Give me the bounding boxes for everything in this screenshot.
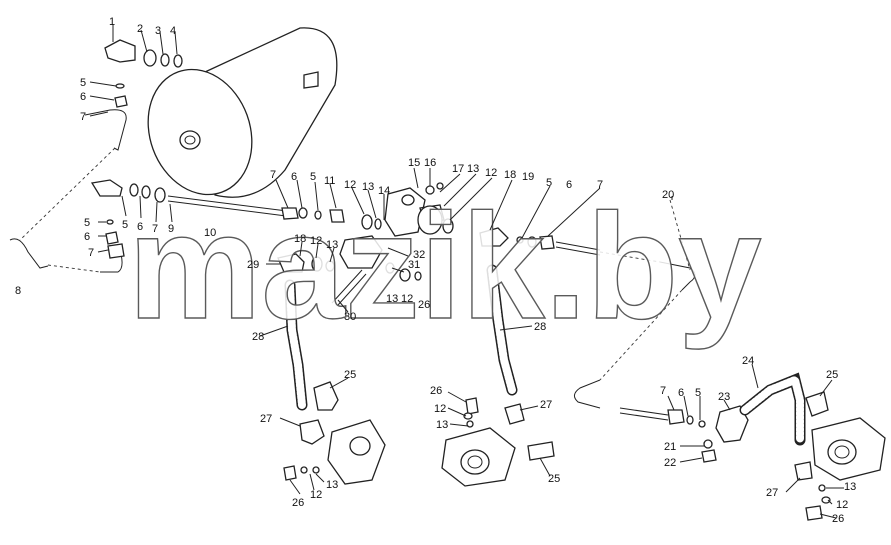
callout-label: 26 <box>292 497 304 509</box>
callout-label: 5 <box>80 77 86 89</box>
callout-label: 24 <box>742 355 754 367</box>
callout-label: 5 <box>310 171 316 183</box>
callout-label: 12 <box>434 403 446 415</box>
callout-label: 27 <box>766 487 778 499</box>
callout-label: 13 <box>436 419 448 431</box>
callout-label: 22 <box>664 457 676 469</box>
hose-center <box>479 227 661 396</box>
callout-label: 5 <box>695 387 701 399</box>
callout-label: 8 <box>15 285 21 297</box>
center-cluster <box>298 182 454 306</box>
callout-label: 27 <box>540 399 552 411</box>
callout-label: 3 <box>155 25 161 37</box>
callout-label: 13 <box>467 163 479 175</box>
callout-label: 27 <box>260 413 272 425</box>
leader-lines <box>89 25 844 519</box>
callout-label: 21 <box>664 441 676 453</box>
callout-label: 26 <box>832 513 844 525</box>
callout-label: 26 <box>418 299 430 311</box>
callout-label: 29 <box>247 259 259 271</box>
callout-label: 11 <box>324 175 335 187</box>
fitting-group-top <box>84 39 183 151</box>
callout-label: 13 <box>844 481 856 493</box>
callout-label: 30 <box>344 311 356 323</box>
callout-label: 12 <box>401 293 413 305</box>
callout-labels: 1 2 3 4 5 6 7 5 6 7 9 5 6 7 8 10 7 6 5 1… <box>15 16 856 525</box>
hose-left <box>277 253 335 411</box>
callout-label: 12 <box>836 499 848 511</box>
callout-label: 18 <box>294 233 306 245</box>
callout-label: 5 <box>84 217 90 229</box>
callout-label: 13 <box>386 293 398 305</box>
callout-label: 13 <box>326 479 338 491</box>
callout-label: 7 <box>270 169 276 181</box>
callout-label: 26 <box>430 385 442 397</box>
callout-label: 6 <box>566 179 572 191</box>
callout-label: 20 <box>662 189 674 201</box>
callout-label: 7 <box>660 385 666 397</box>
callout-label: 13 <box>362 181 374 193</box>
callout-label: 2 <box>137 23 143 35</box>
callout-label: 7 <box>80 111 86 123</box>
callout-label: 7 <box>88 247 94 259</box>
callout-label: 28 <box>534 321 546 333</box>
callout-label: 23 <box>718 391 730 403</box>
callout-label: 4 <box>170 25 176 37</box>
watermark-text: mazik.by <box>128 182 762 350</box>
bottom-center-assembly <box>441 397 555 487</box>
callout-label: 6 <box>137 221 143 233</box>
callout-label: 28 <box>252 331 264 343</box>
callout-label: 15 <box>408 157 420 169</box>
callout-label: 6 <box>678 387 684 399</box>
callout-label: 14 <box>378 185 390 197</box>
callout-label: 12 <box>344 179 356 191</box>
callout-label: 7 <box>152 223 158 235</box>
right-assembly <box>701 372 886 521</box>
bottom-left-assembly <box>283 381 386 485</box>
callout-label: 12 <box>485 167 497 179</box>
callout-label: 18 <box>504 169 516 181</box>
callout-label: 19 <box>522 171 534 183</box>
callout-label: 16 <box>424 157 436 169</box>
callout-label: 5 <box>122 219 128 231</box>
right-routing <box>574 199 706 428</box>
callout-label: 10 <box>204 227 216 239</box>
callout-label: 7 <box>597 179 603 191</box>
callout-label: 25 <box>826 369 838 381</box>
callout-label: 5 <box>546 177 552 189</box>
callout-label: 9 <box>168 223 174 235</box>
callout-label: 6 <box>84 231 90 243</box>
callout-label: 6 <box>80 91 86 103</box>
callout-label: 25 <box>344 369 356 381</box>
callout-label: 31 <box>408 259 420 271</box>
left-routing <box>9 147 299 273</box>
callout-label: 12 <box>310 489 322 501</box>
callout-label: 6 <box>291 171 297 183</box>
tank <box>147 27 338 198</box>
callout-label: 25 <box>548 473 560 485</box>
callout-label: 1 <box>109 16 115 28</box>
callout-label: 13 <box>326 239 338 251</box>
callout-label: 32 <box>413 249 425 261</box>
callout-label: 17 <box>452 163 464 175</box>
callout-label: 12 <box>310 235 322 247</box>
